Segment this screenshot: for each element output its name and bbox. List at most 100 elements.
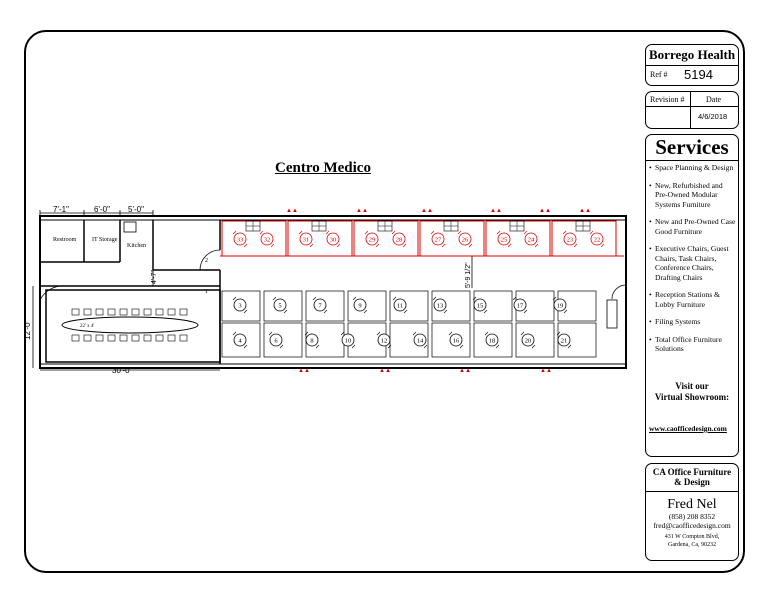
workstation-number: 26 <box>462 237 469 244</box>
service-item: New, Refurbished and Pre-Owned Modular S… <box>649 181 736 210</box>
workstation: 17 <box>512 296 528 314</box>
workstation: 16 <box>448 331 464 349</box>
ref-label: Ref # <box>650 70 668 79</box>
chair <box>107 334 116 342</box>
date-label: Date <box>706 95 722 104</box>
workstation-number: 30 <box>330 237 337 244</box>
workstation: 12 <box>376 331 392 349</box>
workstation-number: 4 <box>238 338 242 345</box>
workstation: 11 <box>392 296 408 314</box>
ref-number: 5194 <box>684 67 713 82</box>
workstation: 19 <box>552 296 568 314</box>
chair <box>143 308 152 316</box>
workstation: 6 <box>268 331 284 349</box>
dim-left: 12'-0" <box>23 319 32 340</box>
workstation: 18 <box>484 331 500 349</box>
workstation-number: 12 <box>381 338 388 345</box>
workstation-number: 14 <box>417 338 424 345</box>
workstation: 13 <box>432 296 448 314</box>
chair <box>131 308 140 316</box>
dim-top-3: 5'-0" <box>128 205 144 214</box>
workstation: 24 <box>523 230 539 248</box>
dim-corridor: 5'-9 1/2" <box>465 262 472 288</box>
power-outlet-icon: ▲▲ <box>356 208 368 214</box>
chair <box>119 334 128 342</box>
chair <box>83 334 92 342</box>
workstation: 3 <box>232 296 248 314</box>
workstation-number: 13 <box>437 303 444 310</box>
workstation: 22 <box>589 230 605 248</box>
workstation-number: 31 <box>303 237 310 244</box>
workstation: 8 <box>304 331 320 349</box>
workstation-number: 33 <box>237 237 244 244</box>
chair <box>179 334 188 342</box>
power-outlet-icon: ▲▲ <box>286 208 298 214</box>
building-outline <box>39 215 627 369</box>
table-size-label: 22' x 4' <box>80 324 94 329</box>
door-label-1: 1 <box>205 289 208 295</box>
door-label-2: 2 <box>205 258 208 264</box>
title-block-company: Borrego Health Ref # 5194 <box>645 44 739 86</box>
workstation: 10 <box>340 331 356 349</box>
service-item: Total Office Furniture Solutions <box>649 335 736 354</box>
address-line-2: Gardena, Ca, 90232 <box>668 542 716 548</box>
contact-email[interactable]: fred@caofficedesign.com <box>653 521 731 530</box>
power-outlet-icon: ▲▲ <box>579 208 591 214</box>
power-outlet-icon: ▲▲ <box>539 208 551 214</box>
power-outlet-icon: ▲▲ <box>421 208 433 214</box>
power-outlet-icon: ▲▲ <box>459 368 471 374</box>
services-heading: Services <box>655 135 729 159</box>
workstation-number: 16 <box>453 338 460 345</box>
contact-block: CA Office Furniture & Design Fred Nel (8… <box>645 463 739 561</box>
chair <box>107 308 116 316</box>
visit-line-1: Visit our <box>675 381 709 391</box>
dim-top-2: 6'-0" <box>94 205 110 214</box>
workstation-number: 24 <box>528 237 535 244</box>
services-list: Space Planning & DesignNew, Refurbished … <box>649 159 736 354</box>
workstation: 4 <box>232 331 248 349</box>
workstation-number: 20 <box>525 338 532 345</box>
workstation-number: 3 <box>238 303 241 310</box>
power-outlet-icon: ▲▲ <box>490 208 502 214</box>
workstation: 32 <box>259 230 275 248</box>
workstation: 31 <box>298 230 314 248</box>
workstation: 5 <box>272 296 288 314</box>
workstation: 7 <box>312 296 328 314</box>
workstation-number: 21 <box>561 338 568 345</box>
chair <box>167 334 176 342</box>
chair <box>71 334 80 342</box>
chair <box>83 308 92 316</box>
chair <box>143 334 152 342</box>
conference-table <box>61 316 199 334</box>
visit-line-2: Virtual Showroom: <box>654 392 730 402</box>
kitchen-sink <box>123 221 137 233</box>
workstation: 15 <box>472 296 488 314</box>
website-link[interactable]: www.caofficedesign.com <box>649 424 727 433</box>
workstation: 9 <box>352 296 368 314</box>
workstation-number: 9 <box>358 303 361 310</box>
services-block: Services Space Planning & DesignNew, Ref… <box>645 134 739 457</box>
workstation-number: 22 <box>594 237 601 244</box>
contact-phone: (858) 208 8352 <box>668 512 716 521</box>
workstation-number: 25 <box>501 237 508 244</box>
conference-chairs <box>71 308 188 342</box>
workstation-number: 28 <box>396 237 403 244</box>
workstation: 20 <box>520 331 536 349</box>
address-line-1: 431 W Compton Blvd, <box>664 534 720 540</box>
room-kitchen: Kitchen <box>127 243 146 249</box>
middle-row-workstations: 3 5 7 9 11 13 15 17 19 <box>221 290 597 322</box>
chair <box>71 308 80 316</box>
service-item: Filing Systems <box>649 317 736 327</box>
power-outlet-icon: ▲▲ <box>540 368 552 374</box>
workstation: 28 <box>391 230 407 248</box>
dim-vertical: 4'-7" <box>151 270 158 284</box>
workstation-number: 19 <box>557 303 564 310</box>
service-item: Space Planning & Design <box>649 163 736 173</box>
chair <box>95 334 104 342</box>
workstation: 23 <box>562 230 578 248</box>
workstation-number: 15 <box>477 303 484 310</box>
contact-address: 431 W Compton Blvd, Gardena, Ca, 90232 <box>646 533 738 549</box>
contact-company-line-2: & Design <box>674 477 710 487</box>
drawing-sheet-border <box>24 30 745 573</box>
